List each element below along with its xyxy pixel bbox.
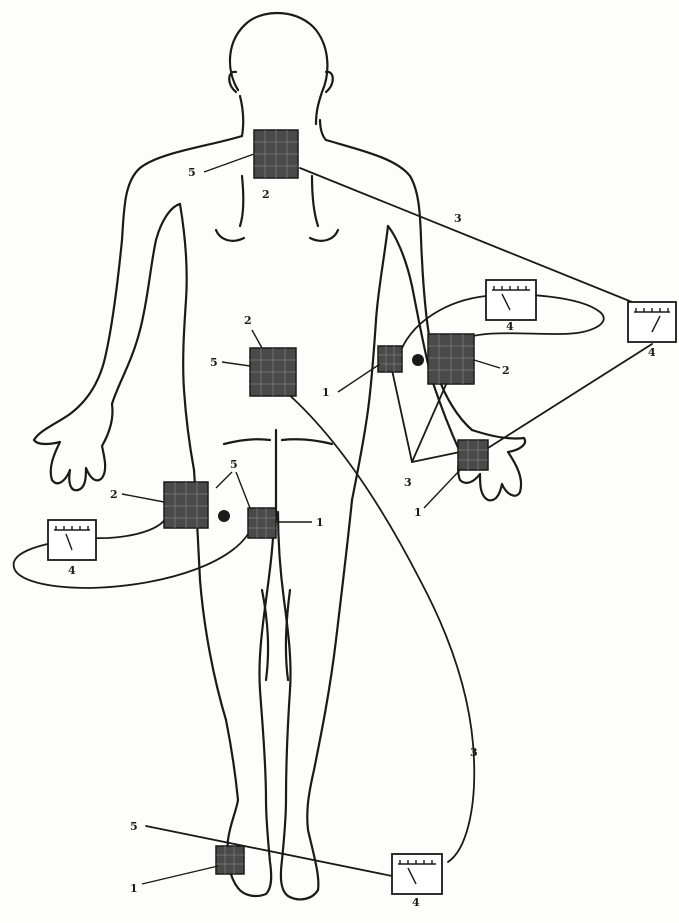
left-shoulder-arm: [34, 136, 242, 440]
left-hand: [34, 404, 113, 490]
scapula-right: [310, 230, 338, 241]
meter-arm: 4: [486, 280, 536, 333]
connection-wires: [14, 168, 652, 876]
wire-arm-cross-3: [412, 452, 460, 462]
label-foot-1: 1: [130, 882, 138, 895]
label-hip-1: 1: [316, 516, 324, 529]
neck-muscle-left: [240, 176, 243, 226]
label-hand-1: 1: [414, 506, 422, 519]
electrode-hip-large: [164, 482, 208, 528]
neck-right: [320, 120, 326, 140]
right-leg-outer: [307, 500, 352, 890]
meter-right: 4: [628, 302, 676, 359]
electrode-neck: [254, 130, 298, 178]
label-arm-2: 2: [502, 364, 510, 377]
label-foot-5: 5: [130, 820, 138, 833]
scapula-left: [216, 230, 244, 241]
electrode-back: [250, 348, 296, 396]
meter-foot-label: 4: [412, 896, 420, 909]
meter-foot: 4: [392, 854, 442, 909]
wire-arm-cross-2: [412, 380, 448, 462]
electrode-arm-large: [428, 334, 474, 384]
wire-back-to-foot-meter: [286, 392, 474, 862]
right-leg-inner: [278, 512, 291, 800]
gluteal-left: [224, 439, 270, 444]
electrode-foot: [216, 846, 244, 874]
label-arm-3: 3: [404, 476, 412, 489]
label-neck-5: 5: [188, 166, 196, 179]
electrode-pads: [164, 130, 488, 874]
label-neck-wire-3: 3: [454, 212, 462, 225]
label-back-2: 2: [244, 314, 252, 327]
label-neck-2: 2: [262, 188, 270, 201]
label-leg-wire-3: 3: [470, 746, 478, 759]
arm-contact-dot: [412, 354, 424, 366]
left-leg-inner: [259, 512, 274, 800]
head-outline: [230, 13, 327, 124]
gluteal-right: [282, 439, 332, 444]
meter-arm-label: 4: [506, 320, 514, 333]
meters: 4 4 4 4: [48, 280, 676, 909]
meter-hip: 4: [48, 520, 96, 577]
electrode-arm-small: [378, 346, 402, 372]
electrode-hand: [458, 440, 488, 470]
label-back-5: 5: [210, 356, 218, 369]
label-hip-2: 2: [110, 488, 118, 501]
wire-meter-to-hand: [488, 344, 652, 448]
right-shoulder-arm: [326, 140, 472, 430]
hip-contact-dot: [218, 510, 230, 522]
meter-right-label: 4: [648, 346, 656, 359]
label-hip-5: 5: [230, 458, 238, 471]
meter-hip-label: 4: [68, 564, 76, 577]
left-leg-outer: [194, 470, 238, 888]
wire-foot-to-meter: [146, 826, 392, 876]
left-torso: [180, 204, 194, 470]
wire-arm-cross-1: [392, 370, 412, 462]
calf-detail-left: [262, 590, 268, 680]
electrode-hip-small: [248, 508, 276, 538]
neck-left: [240, 96, 243, 136]
label-arm-1: 1: [322, 386, 330, 399]
wire-neck-to-meter: [300, 168, 632, 302]
neck-muscle-right: [312, 176, 318, 226]
